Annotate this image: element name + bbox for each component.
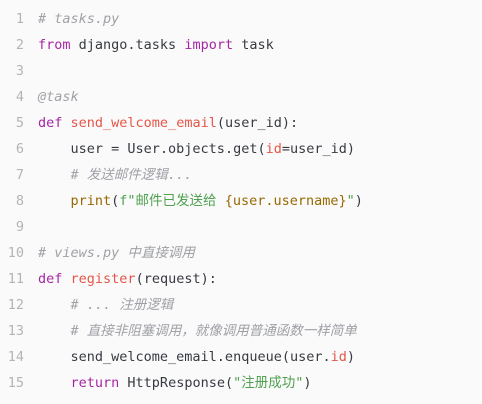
line-number: 14 bbox=[7, 349, 24, 365]
code-token: id bbox=[330, 349, 347, 365]
code-line: 3 bbox=[0, 58, 482, 84]
line-number: 9 bbox=[15, 219, 24, 235]
code-line: 11 def register(request): bbox=[0, 266, 482, 292]
code-line: 4 @task bbox=[0, 84, 482, 110]
code-line: 5 def send_welcome_email(user_id): bbox=[0, 110, 482, 136]
code-token: return bbox=[70, 375, 120, 391]
code-token: "注册成功" bbox=[233, 375, 304, 391]
code-line: 14 send_welcome_email.enqueue(user.id) bbox=[0, 344, 482, 370]
line-number: 7 bbox=[15, 167, 24, 183]
code-token: ) bbox=[303, 375, 312, 391]
code-token: ) bbox=[354, 193, 363, 209]
code-line: 10 # views.py 中直接调用 bbox=[0, 240, 482, 266]
code-token: =user_id) bbox=[281, 141, 355, 157]
code-token: def bbox=[38, 115, 63, 131]
code-line: 13 # 直接非阻塞调用，就像调用普通函数一样简单 bbox=[0, 318, 482, 344]
code-token: # tasks.py bbox=[38, 11, 120, 27]
code-text: @task bbox=[38, 84, 482, 110]
code-token: ) bbox=[346, 349, 356, 365]
code-line: 8 print(f"邮件已发送给 {user.username}") bbox=[0, 188, 482, 214]
code-text: send_welcome_email.enqueue(user.id) bbox=[38, 344, 482, 370]
code-token: (request): bbox=[135, 271, 217, 287]
code-token: user = User.objects.get( bbox=[38, 141, 266, 157]
code-line: 12 # ... 注册逻辑 bbox=[0, 292, 482, 318]
code-text: return HttpResponse("注册成功") bbox=[38, 370, 482, 396]
code-line: 15 return HttpResponse("注册成功") bbox=[0, 370, 482, 396]
line-number: 1 bbox=[15, 11, 24, 27]
code-token: task bbox=[233, 37, 274, 53]
code-text bbox=[38, 214, 482, 240]
code-token: (user_id): bbox=[216, 115, 299, 131]
code-token: id bbox=[265, 141, 282, 157]
code-text: def register(request): bbox=[38, 266, 482, 292]
code-line: 1 # tasks.py bbox=[0, 6, 482, 32]
code-token bbox=[38, 323, 71, 339]
code-line: 2 from django.tasks import task bbox=[0, 32, 482, 58]
code-token: register bbox=[70, 271, 136, 287]
code-token: print bbox=[70, 193, 112, 209]
code-token bbox=[38, 167, 71, 183]
line-number: 15 bbox=[7, 375, 24, 391]
code-token: django.tasks bbox=[70, 37, 185, 53]
line-number: 4 bbox=[15, 89, 24, 105]
line-number: 11 bbox=[7, 271, 24, 287]
code-line: 7 # 发送邮件逻辑... bbox=[0, 162, 482, 188]
line-number: 6 bbox=[15, 141, 24, 157]
code-token bbox=[38, 297, 71, 313]
code-token bbox=[62, 271, 70, 287]
code-text: # ... 注册逻辑 bbox=[38, 292, 482, 318]
code-token: HttpResponse( bbox=[119, 375, 234, 391]
code-text: # 发送邮件逻辑... bbox=[38, 162, 482, 188]
code-token: # views.py 中直接调用 bbox=[38, 245, 195, 261]
code-text: def send_welcome_email(user_id): bbox=[38, 110, 482, 136]
code-token: @task bbox=[38, 89, 79, 105]
line-number: 2 bbox=[15, 37, 24, 53]
code-text: # views.py 中直接调用 bbox=[38, 240, 482, 266]
code-line: 6 user = User.objects.get(id=user_id) bbox=[0, 136, 482, 162]
code-token: from bbox=[38, 37, 71, 53]
code-text: print(f"邮件已发送给 {user.username}") bbox=[38, 188, 482, 214]
line-number: 13 bbox=[7, 323, 24, 339]
code-token: # 发送邮件逻辑... bbox=[70, 167, 193, 183]
code-text bbox=[38, 58, 482, 84]
code-token: " bbox=[346, 193, 355, 209]
code-token: import bbox=[184, 37, 234, 53]
code-line: 9 bbox=[0, 214, 482, 240]
line-number: 12 bbox=[7, 297, 24, 313]
code-token bbox=[38, 375, 71, 391]
code-text: # tasks.py bbox=[38, 6, 482, 32]
code-text: # 直接非阻塞调用，就像调用普通函数一样简单 bbox=[38, 318, 482, 344]
code-token: # 直接非阻塞调用，就像调用普通函数一样简单 bbox=[70, 323, 357, 339]
code-token: # ... 注册逻辑 bbox=[70, 297, 174, 313]
code-token: f"邮件已发送给 bbox=[119, 193, 225, 209]
line-number: 10 bbox=[7, 245, 24, 261]
code-token: send_welcome_email.enqueue(user. bbox=[38, 349, 331, 365]
code-token: def bbox=[38, 271, 63, 287]
code-token: send_welcome_email bbox=[70, 115, 217, 131]
code-token: {user.username} bbox=[224, 193, 347, 209]
code-token: ( bbox=[111, 193, 120, 209]
code-text: user = User.objects.get(id=user_id) bbox=[38, 136, 482, 162]
code-token bbox=[62, 115, 70, 131]
code-token bbox=[38, 193, 71, 209]
line-number: 3 bbox=[15, 63, 24, 79]
line-number: 8 bbox=[15, 193, 24, 209]
line-number: 5 bbox=[15, 115, 24, 131]
code-text: from django.tasks import task bbox=[38, 32, 482, 58]
